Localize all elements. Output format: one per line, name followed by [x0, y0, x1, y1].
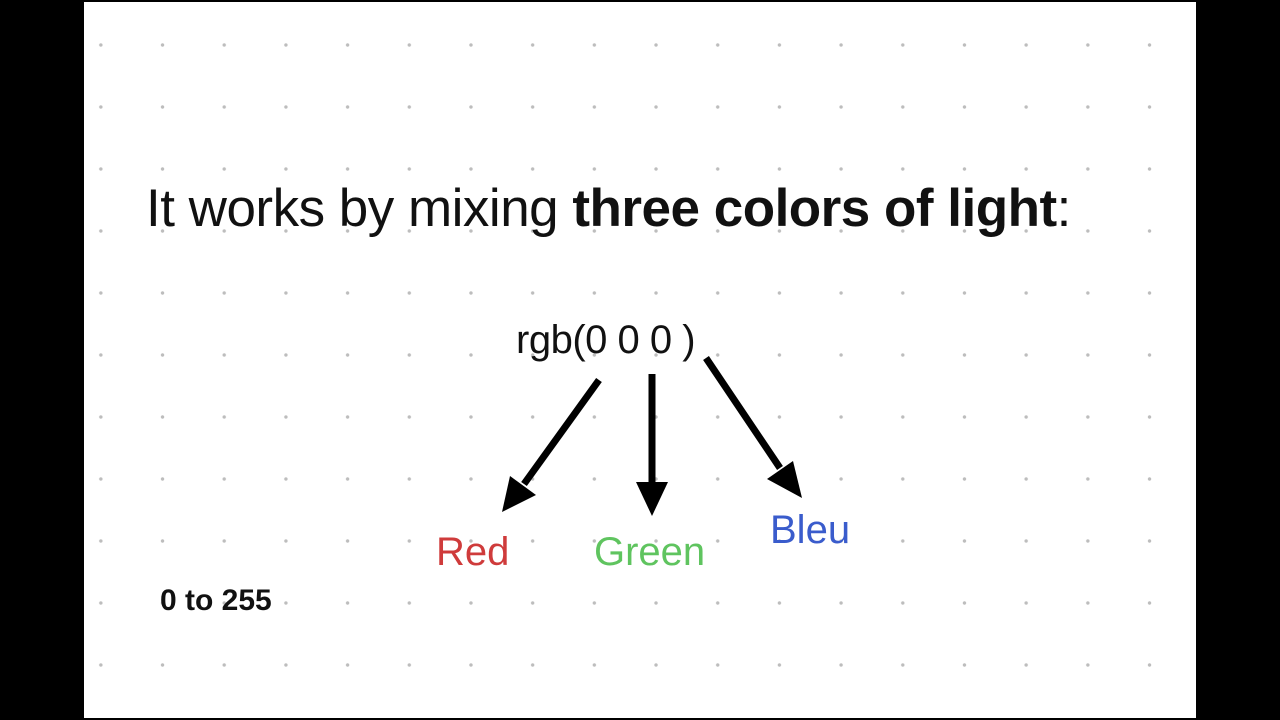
- channel-label-green: Green: [594, 530, 706, 574]
- arrow-to-blue-shaft: [703, 356, 783, 470]
- headline: It works by mixing three colors of light…: [146, 178, 1156, 239]
- arrow-to-green-head: [636, 482, 668, 516]
- channel-label-red: Red: [436, 530, 510, 574]
- value-range-note: 0 to 255: [160, 584, 272, 617]
- headline-trailing-text: :: [1056, 179, 1072, 238]
- dotted-whiteboard: It works by mixing three colors of light…: [84, 2, 1196, 718]
- arrow-to-blue-head: [767, 461, 802, 498]
- headline-bold-text: three colors of light: [572, 179, 1057, 238]
- rgb-formula: rgb(0 0 0 ): [516, 318, 696, 362]
- arrow-to-red-shaft: [521, 377, 602, 487]
- channel-arrows: [502, 356, 802, 516]
- arrow-to-red-head: [502, 476, 536, 512]
- headline-regular-text: It works by mixing: [146, 179, 573, 238]
- channel-label-blue: Bleu: [770, 508, 851, 552]
